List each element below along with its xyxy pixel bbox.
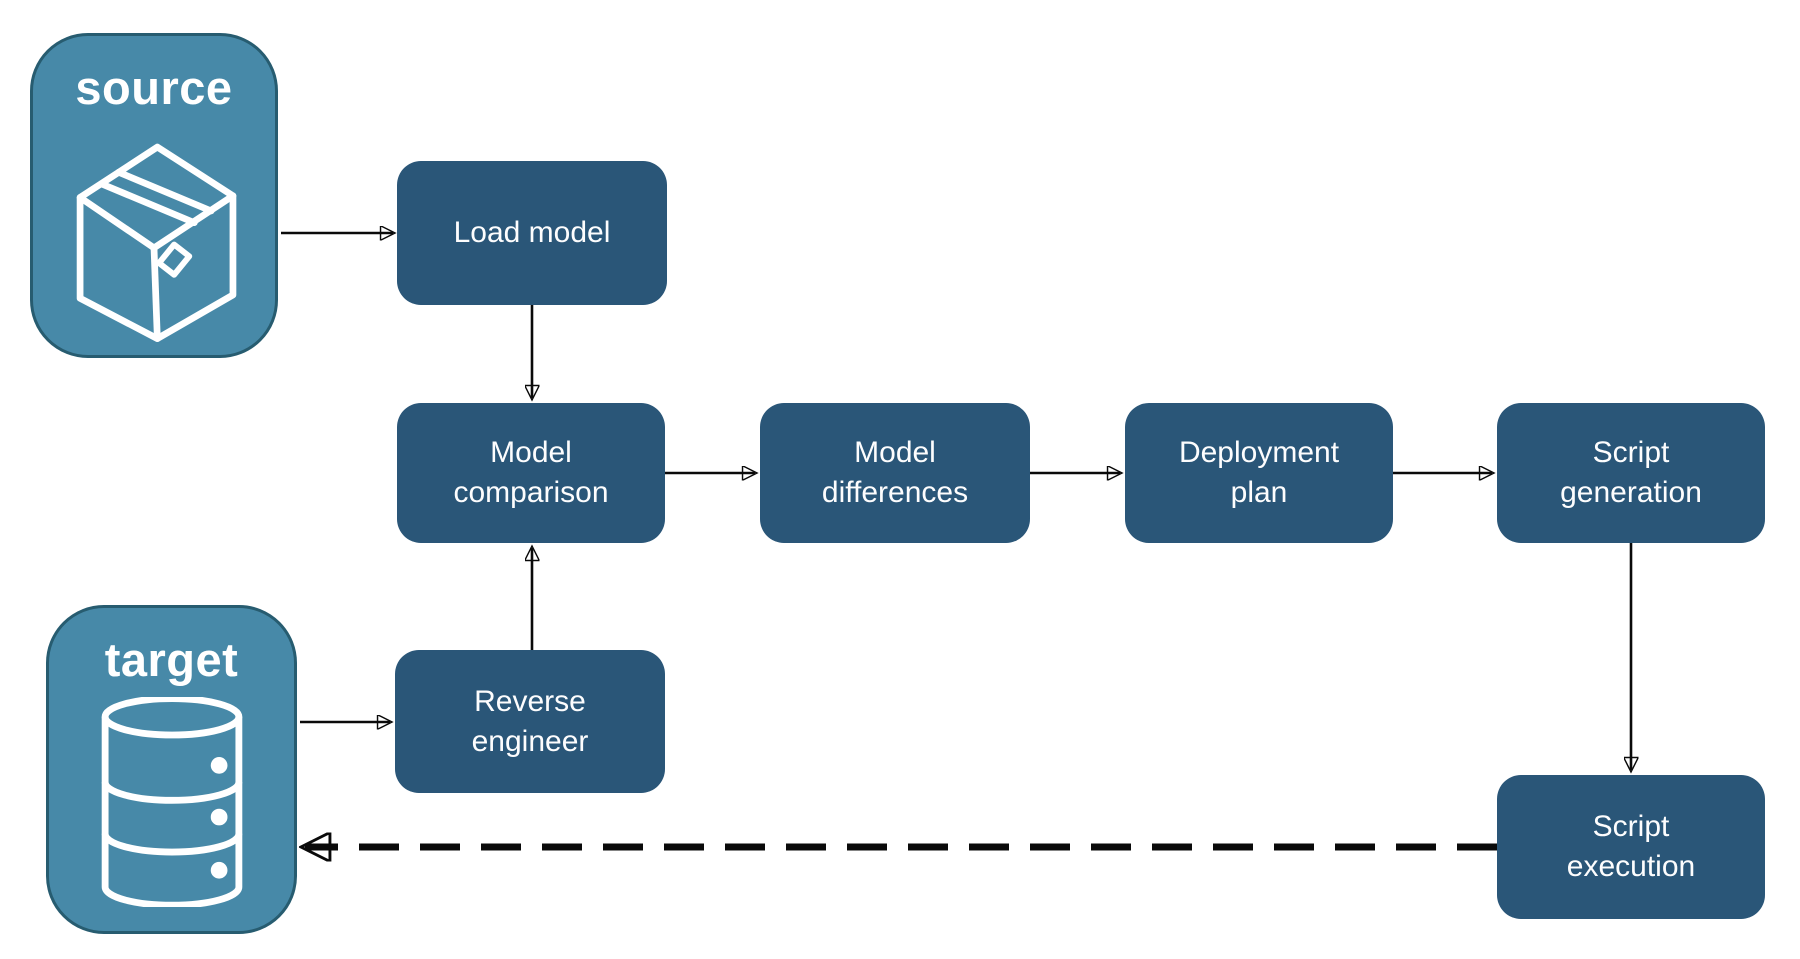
package-icon — [76, 143, 237, 342]
node-script-generation: Script generation — [1497, 403, 1765, 543]
node-deployment-plan: Deployment plan — [1125, 403, 1393, 543]
node-label: Model differences — [821, 436, 969, 509]
node-load-model: Load model — [397, 161, 667, 305]
target-label: target — [104, 633, 239, 686]
node-label: Script execution — [1566, 810, 1696, 883]
node-model-comparison: Model comparison — [397, 403, 665, 543]
database-icon — [101, 697, 242, 907]
node-label: Script generation — [1560, 436, 1702, 509]
node-model-differences: Model differences — [760, 403, 1030, 543]
source-endpoint: source — [30, 33, 278, 358]
node-label: Reverse engineer — [471, 684, 589, 758]
node-reverse-engineer: Reverse engineer — [395, 650, 665, 793]
node-label: Deployment plan — [1178, 436, 1340, 509]
node-label: Load model — [453, 216, 611, 249]
source-label: source — [75, 61, 233, 114]
node-script-execution: Script execution — [1497, 775, 1765, 919]
target-endpoint: target — [46, 605, 297, 934]
node-label: Model comparison — [453, 436, 609, 509]
